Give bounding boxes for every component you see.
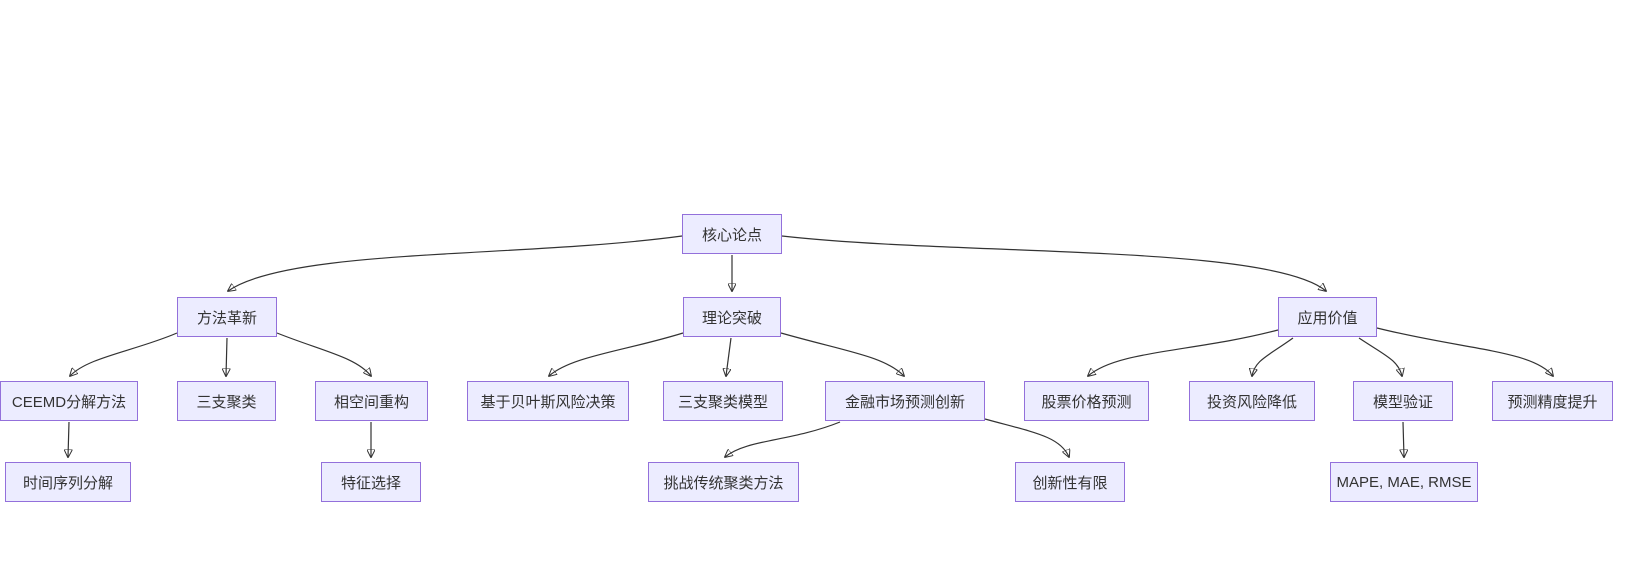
node-ceemd-decomposition-method: CEEMD分解方法	[0, 381, 138, 421]
node-stock-price-prediction: 股票价格预测	[1024, 381, 1149, 421]
node-label: 模型验证	[1372, 393, 1433, 411]
node-financial-market-prediction-innovation: 金融市场预测创新	[825, 381, 985, 421]
node-label: 理论突破	[701, 309, 762, 327]
edge-core-method	[228, 235, 683, 291]
node-label: 股票价格预测	[1041, 393, 1132, 411]
node-application-value: 应用价值	[1278, 297, 1377, 337]
node-label: 预测精度提升	[1507, 393, 1598, 411]
node-limited-innovation: 创新性有限	[1015, 462, 1125, 502]
node-label: MAPE, MAE, RMSE	[1336, 473, 1472, 491]
node-core-thesis: 核心论点	[682, 214, 782, 254]
edge-theory-bayes	[549, 332, 684, 376]
edge-core-application	[781, 235, 1326, 291]
node-challenge-traditional-clustering: 挑战传统聚类方法	[648, 462, 799, 502]
edge-application-stock	[1088, 329, 1279, 376]
node-label: 相空间重构	[333, 393, 409, 411]
edge-method-ceemd	[70, 332, 178, 376]
node-bayesian-risk-decision: 基于贝叶斯风险决策	[467, 381, 629, 421]
edge-theory-twmodel	[726, 337, 732, 376]
node-evaluation-metrics: MAPE, MAE, RMSE	[1330, 462, 1478, 502]
edge-finance-challenge	[725, 421, 841, 457]
edge-application-accuracy	[1376, 327, 1553, 376]
node-model-validation: 模型验证	[1353, 381, 1453, 421]
node-label: 金融市场预测创新	[844, 393, 965, 411]
node-label: 挑战传统聚类方法	[663, 474, 784, 492]
node-label: 方法革新	[196, 309, 257, 327]
node-theory-breakthrough: 理论突破	[683, 297, 781, 337]
node-label: 三支聚类模型	[677, 393, 768, 411]
node-label: CEEMD分解方法	[11, 393, 127, 411]
node-feature-selection: 特征选择	[321, 462, 421, 502]
edge-ceemd-decompose	[68, 421, 69, 457]
node-three-way-clustering: 三支聚类	[177, 381, 276, 421]
edge-method-phase	[276, 332, 371, 376]
edge-validation-metrics	[1403, 421, 1404, 457]
node-label: 创新性有限	[1032, 474, 1108, 492]
node-phase-space-reconstruction: 相空间重构	[315, 381, 428, 421]
node-label: 核心论点	[701, 226, 762, 244]
node-prediction-accuracy-improvement: 预测精度提升	[1492, 381, 1613, 421]
node-label: 投资风险降低	[1206, 393, 1297, 411]
node-label: 时间序列分解	[22, 474, 113, 492]
node-label: 基于贝叶斯风险决策	[480, 393, 616, 411]
edge-finance-limited	[984, 418, 1069, 457]
node-investment-risk-reduction: 投资风险降低	[1189, 381, 1315, 421]
node-method-innovation: 方法革新	[177, 297, 277, 337]
node-time-series-decomposition: 时间序列分解	[5, 462, 131, 502]
node-label: 应用价值	[1297, 309, 1358, 327]
node-label: 三支聚类	[196, 393, 257, 411]
node-label: 特征选择	[340, 474, 401, 492]
edge-theory-finance	[780, 332, 904, 376]
node-three-way-clustering-model: 三支聚类模型	[663, 381, 783, 421]
edge-application-risk	[1252, 337, 1294, 376]
edge-method-threeway	[226, 337, 227, 376]
edge-application-validation	[1358, 337, 1402, 376]
